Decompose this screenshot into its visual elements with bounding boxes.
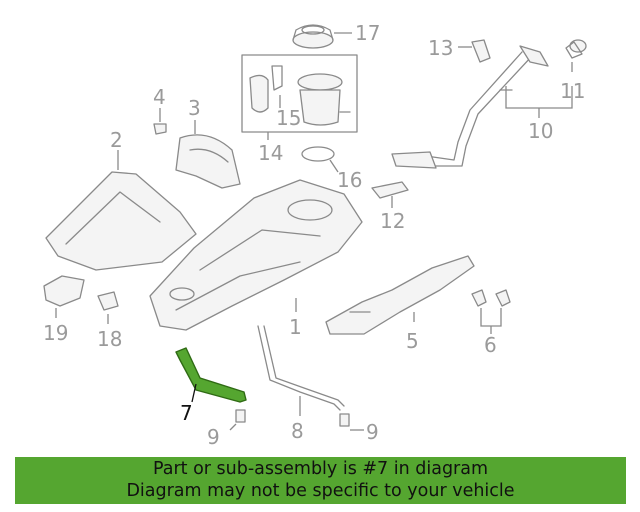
callout-14[interactable]: 14 xyxy=(258,141,283,165)
part-18-clip[interactable] xyxy=(97,291,119,311)
part-9-bolt-right[interactable] xyxy=(339,413,350,427)
callout-13[interactable]: 13 xyxy=(428,36,453,60)
part-17-lock-ring[interactable] xyxy=(292,24,334,49)
leader-7 xyxy=(191,383,197,403)
part-13-bolt[interactable] xyxy=(471,39,491,63)
part-3-heat-shield[interactable] xyxy=(175,134,241,189)
part-15-pump-module[interactable] xyxy=(249,65,351,126)
part-7-fuel-tank-strap[interactable] xyxy=(175,347,247,403)
callout-2[interactable]: 2 xyxy=(110,128,123,152)
parts-diagram: 17 15 14 16 13 10 11 12 xyxy=(43,21,587,449)
callout-8[interactable]: 8 xyxy=(291,419,304,443)
callout-15[interactable]: 15 xyxy=(276,106,301,130)
part-4-clip[interactable] xyxy=(153,123,167,135)
callout-3[interactable]: 3 xyxy=(188,96,201,120)
callout-9-right[interactable]: 9 xyxy=(366,420,379,444)
part-2-underbody-shield[interactable] xyxy=(45,171,197,271)
callout-6[interactable]: 6 xyxy=(484,333,497,357)
callout-12[interactable]: 12 xyxy=(380,209,405,233)
callout-4[interactable]: 4 xyxy=(153,85,166,109)
part-10-filler-pipe[interactable] xyxy=(391,45,549,169)
banner-line-2: Diagram may not be specific to your vehi… xyxy=(126,481,515,501)
leader-9-left xyxy=(229,423,237,431)
part-19-bracket[interactable] xyxy=(43,275,85,307)
info-banner: Part or sub-assembly is #7 in diagram Di… xyxy=(15,457,626,504)
part-11-cap[interactable] xyxy=(565,39,587,59)
callout-9-left[interactable]: 9 xyxy=(207,425,220,449)
leader-6 xyxy=(480,308,502,327)
banner-line-1: Part or sub-assembly is #7 in diagram xyxy=(152,459,489,479)
callout-5[interactable]: 5 xyxy=(406,329,419,353)
callout-18[interactable]: 18 xyxy=(97,327,122,351)
part-12-vent-tube[interactable] xyxy=(371,181,409,199)
leader-16 xyxy=(329,159,339,173)
callout-19[interactable]: 19 xyxy=(43,321,68,345)
callout-7[interactable]: 7 xyxy=(180,401,193,425)
part-1-fuel-tank[interactable] xyxy=(149,179,363,331)
callout-16[interactable]: 16 xyxy=(337,168,362,192)
callout-11[interactable]: 11 xyxy=(560,79,585,103)
part-8-strap[interactable] xyxy=(257,325,345,411)
part-14-pump-box xyxy=(241,54,358,133)
part-16-o-ring[interactable] xyxy=(301,146,335,162)
callout-1[interactable]: 1 xyxy=(289,315,302,339)
callout-10[interactable]: 10 xyxy=(528,119,553,143)
part-6-clips[interactable] xyxy=(471,289,511,307)
callout-17[interactable]: 17 xyxy=(355,21,380,45)
part-9-bolt-left[interactable] xyxy=(235,409,246,423)
part-5-bracket[interactable] xyxy=(325,255,475,335)
